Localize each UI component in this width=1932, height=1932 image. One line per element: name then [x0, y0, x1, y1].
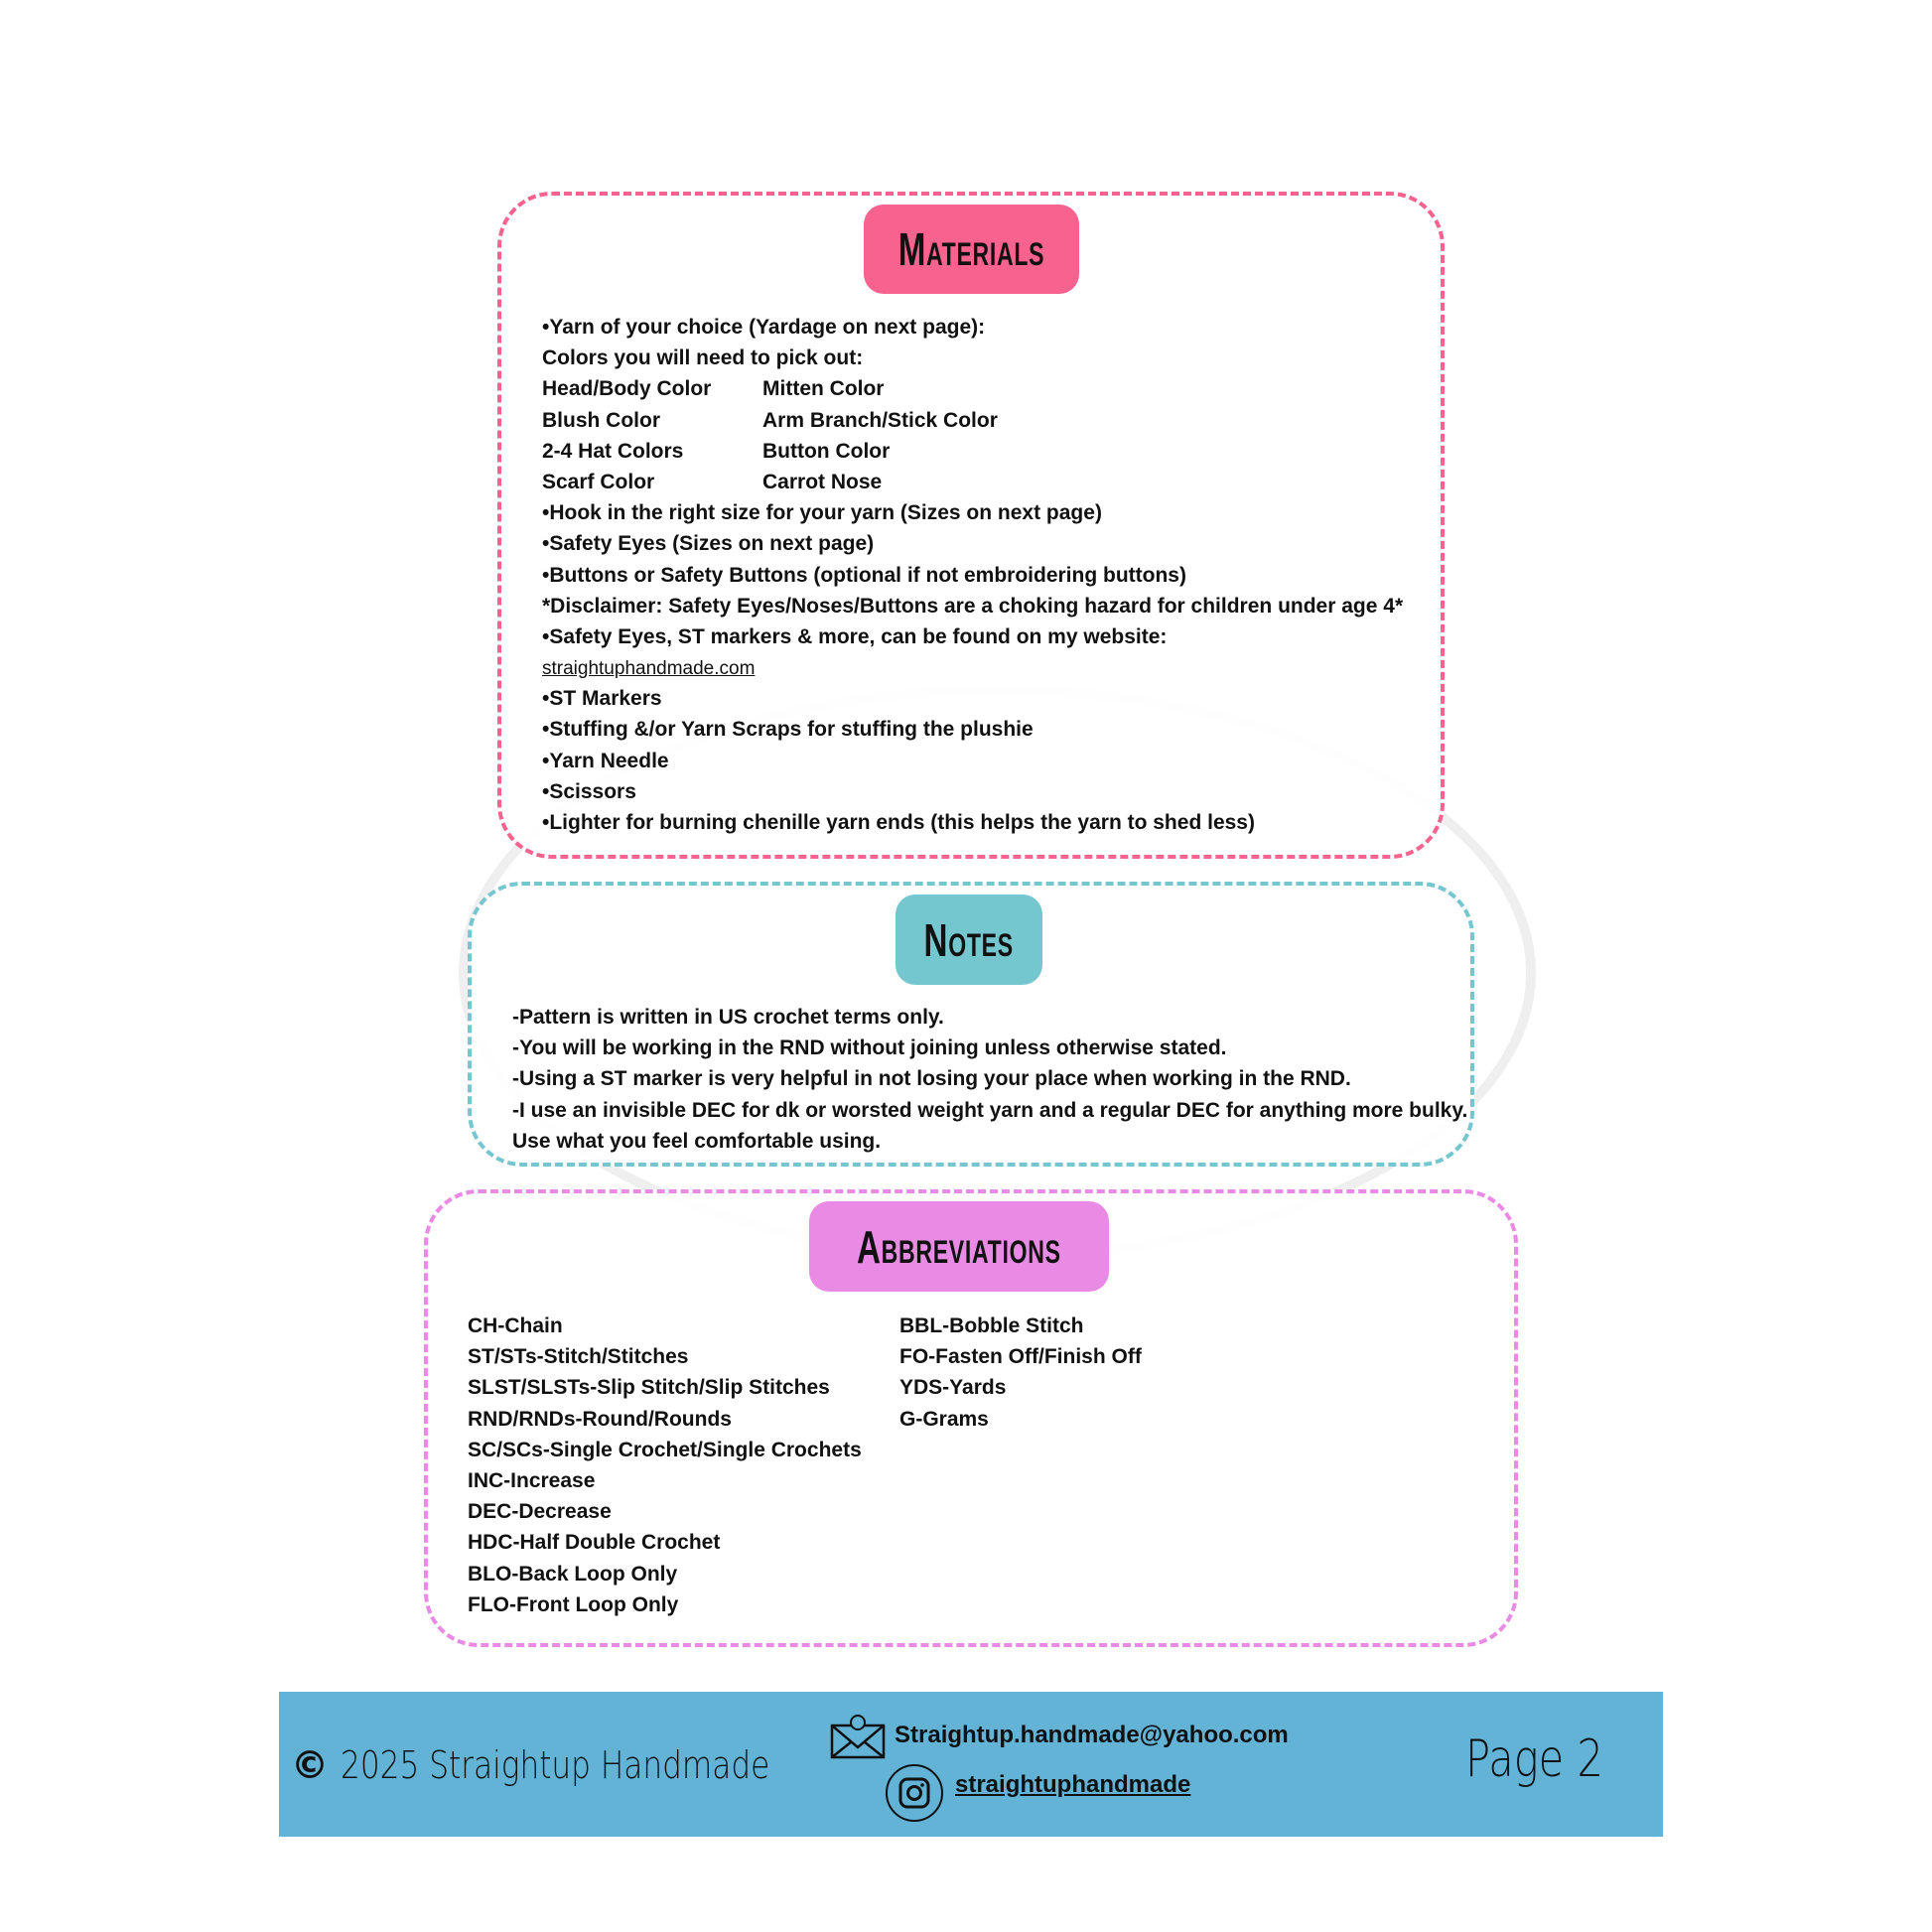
abbr-item: SLST/SLSTs-Slip Stitch/Slip Stitches — [468, 1376, 830, 1400]
color-item: Button Color — [762, 439, 891, 463]
abbr-item: INC-Increase — [468, 1468, 596, 1492]
abbr-item: G-Grams — [899, 1407, 989, 1431]
materials-title-text: Materials — [897, 223, 1045, 275]
abbreviations-col2: BBL-Bobble Stitch FO-Fasten Off/Finish O… — [899, 1311, 1142, 1435]
list-item: Colors you will need to pick out: — [542, 346, 864, 370]
abbr-item: BBL-Bobble Stitch — [899, 1314, 1084, 1337]
list-item: •Safety Eyes (Sizes on next page) — [542, 532, 875, 556]
abbr-item: DEC-Decrease — [468, 1500, 612, 1524]
materials-title: Materials — [864, 205, 1079, 294]
materials-section — [497, 192, 1445, 859]
color-row: Head/Body Color Mitten Color — [542, 373, 1403, 404]
abbr-item: YDS-Yards — [899, 1376, 1007, 1400]
email-address[interactable]: Straightup.handmade@yahoo.com — [895, 1722, 1289, 1748]
color-item: Blush Color — [542, 408, 660, 432]
copyright: © 2025 Straightup Handmade — [291, 1743, 864, 1787]
note-item: -Using a ST marker is very helpful in no… — [512, 1067, 1351, 1091]
abbr-item: ST/STs-Stitch/Stitches — [468, 1345, 689, 1369]
abbr-item: HDC-Half Double Crochet — [468, 1531, 721, 1555]
color-row: 2-4 Hat Colors Button Color — [542, 436, 1403, 467]
list-item: •Scissors — [542, 779, 636, 803]
list-item: •Yarn Needle — [542, 749, 669, 772]
abbr-item: BLO-Back Loop Only — [468, 1562, 678, 1586]
website-link[interactable]: straightuphandmade.com — [542, 658, 756, 680]
abbr-item: SC/SCs-Single Crochet/Single Crochets — [468, 1438, 862, 1461]
color-item: Scarf Color — [542, 470, 655, 493]
page-number: Page 2 — [1465, 1729, 1603, 1789]
color-row: Scarf Color Carrot Nose — [542, 467, 1403, 497]
instagram-link[interactable]: straightuphandmade — [955, 1771, 1191, 1798]
abbr-item: CH-Chain — [468, 1314, 563, 1337]
list-item: •ST Markers — [542, 687, 662, 711]
color-row: Blush Color Arm Branch/Stick Color — [542, 405, 1403, 436]
list-item: •Lighter for burning chenille yarn ends … — [542, 811, 1255, 834]
copyright-icon: © — [291, 1743, 329, 1787]
materials-list: •Yarn of your choice (Yardage on next pa… — [542, 312, 1403, 838]
abbreviations-col1: CH-Chain ST/STs-Stitch/Stitches SLST/SLS… — [468, 1311, 862, 1620]
abbr-item: FO-Fasten Off/Finish Off — [899, 1345, 1142, 1369]
list-item: •Yarn of your choice (Yardage on next pa… — [542, 316, 986, 339]
list-item: •Stuffing &/or Yarn Scraps for stuffing … — [542, 718, 1034, 742]
color-item: 2-4 Hat Colors — [542, 439, 684, 463]
notes-title-text: Notes — [923, 913, 1015, 966]
color-item: Mitten Color — [762, 377, 885, 401]
footer: © 2025 Straightup Handmade Straightup.ha… — [279, 1692, 1663, 1837]
abbreviations-title-text: Abbreviations — [857, 1220, 1061, 1273]
color-item: Arm Branch/Stick Color — [762, 408, 998, 432]
list-item: •Buttons or Safety Buttons (optional if … — [542, 563, 1186, 587]
abbr-item: FLO-Front Loop Only — [468, 1592, 679, 1616]
note-item: Use what you feel comfortable using. — [512, 1129, 882, 1153]
instagram-icon — [886, 1764, 943, 1822]
color-item: Head/Body Color — [542, 377, 712, 401]
abbreviations-title: Abbreviations — [809, 1201, 1109, 1292]
disclaimer: *Disclaimer: Safety Eyes/Noses/Buttons a… — [542, 594, 1404, 618]
email-icon — [830, 1715, 886, 1759]
list-item: •Safety Eyes, ST markers & more, can be … — [542, 624, 1168, 648]
note-item: -You will be working in the RND without … — [512, 1036, 1227, 1060]
note-item: -Pattern is written in US crochet terms … — [512, 1006, 944, 1029]
color-item: Carrot Nose — [762, 470, 883, 493]
notes-title: Notes — [896, 895, 1042, 985]
note-item: -I use an invisible DEC for dk or worste… — [512, 1098, 1468, 1122]
notes-list: -Pattern is written in US crochet terms … — [512, 1002, 1467, 1157]
abbr-item: RND/RNDs-Round/Rounds — [468, 1407, 732, 1431]
list-item: •Hook in the right size for your yarn (S… — [542, 501, 1102, 525]
copyright-text: 2025 Straightup Handmade — [341, 1743, 770, 1787]
